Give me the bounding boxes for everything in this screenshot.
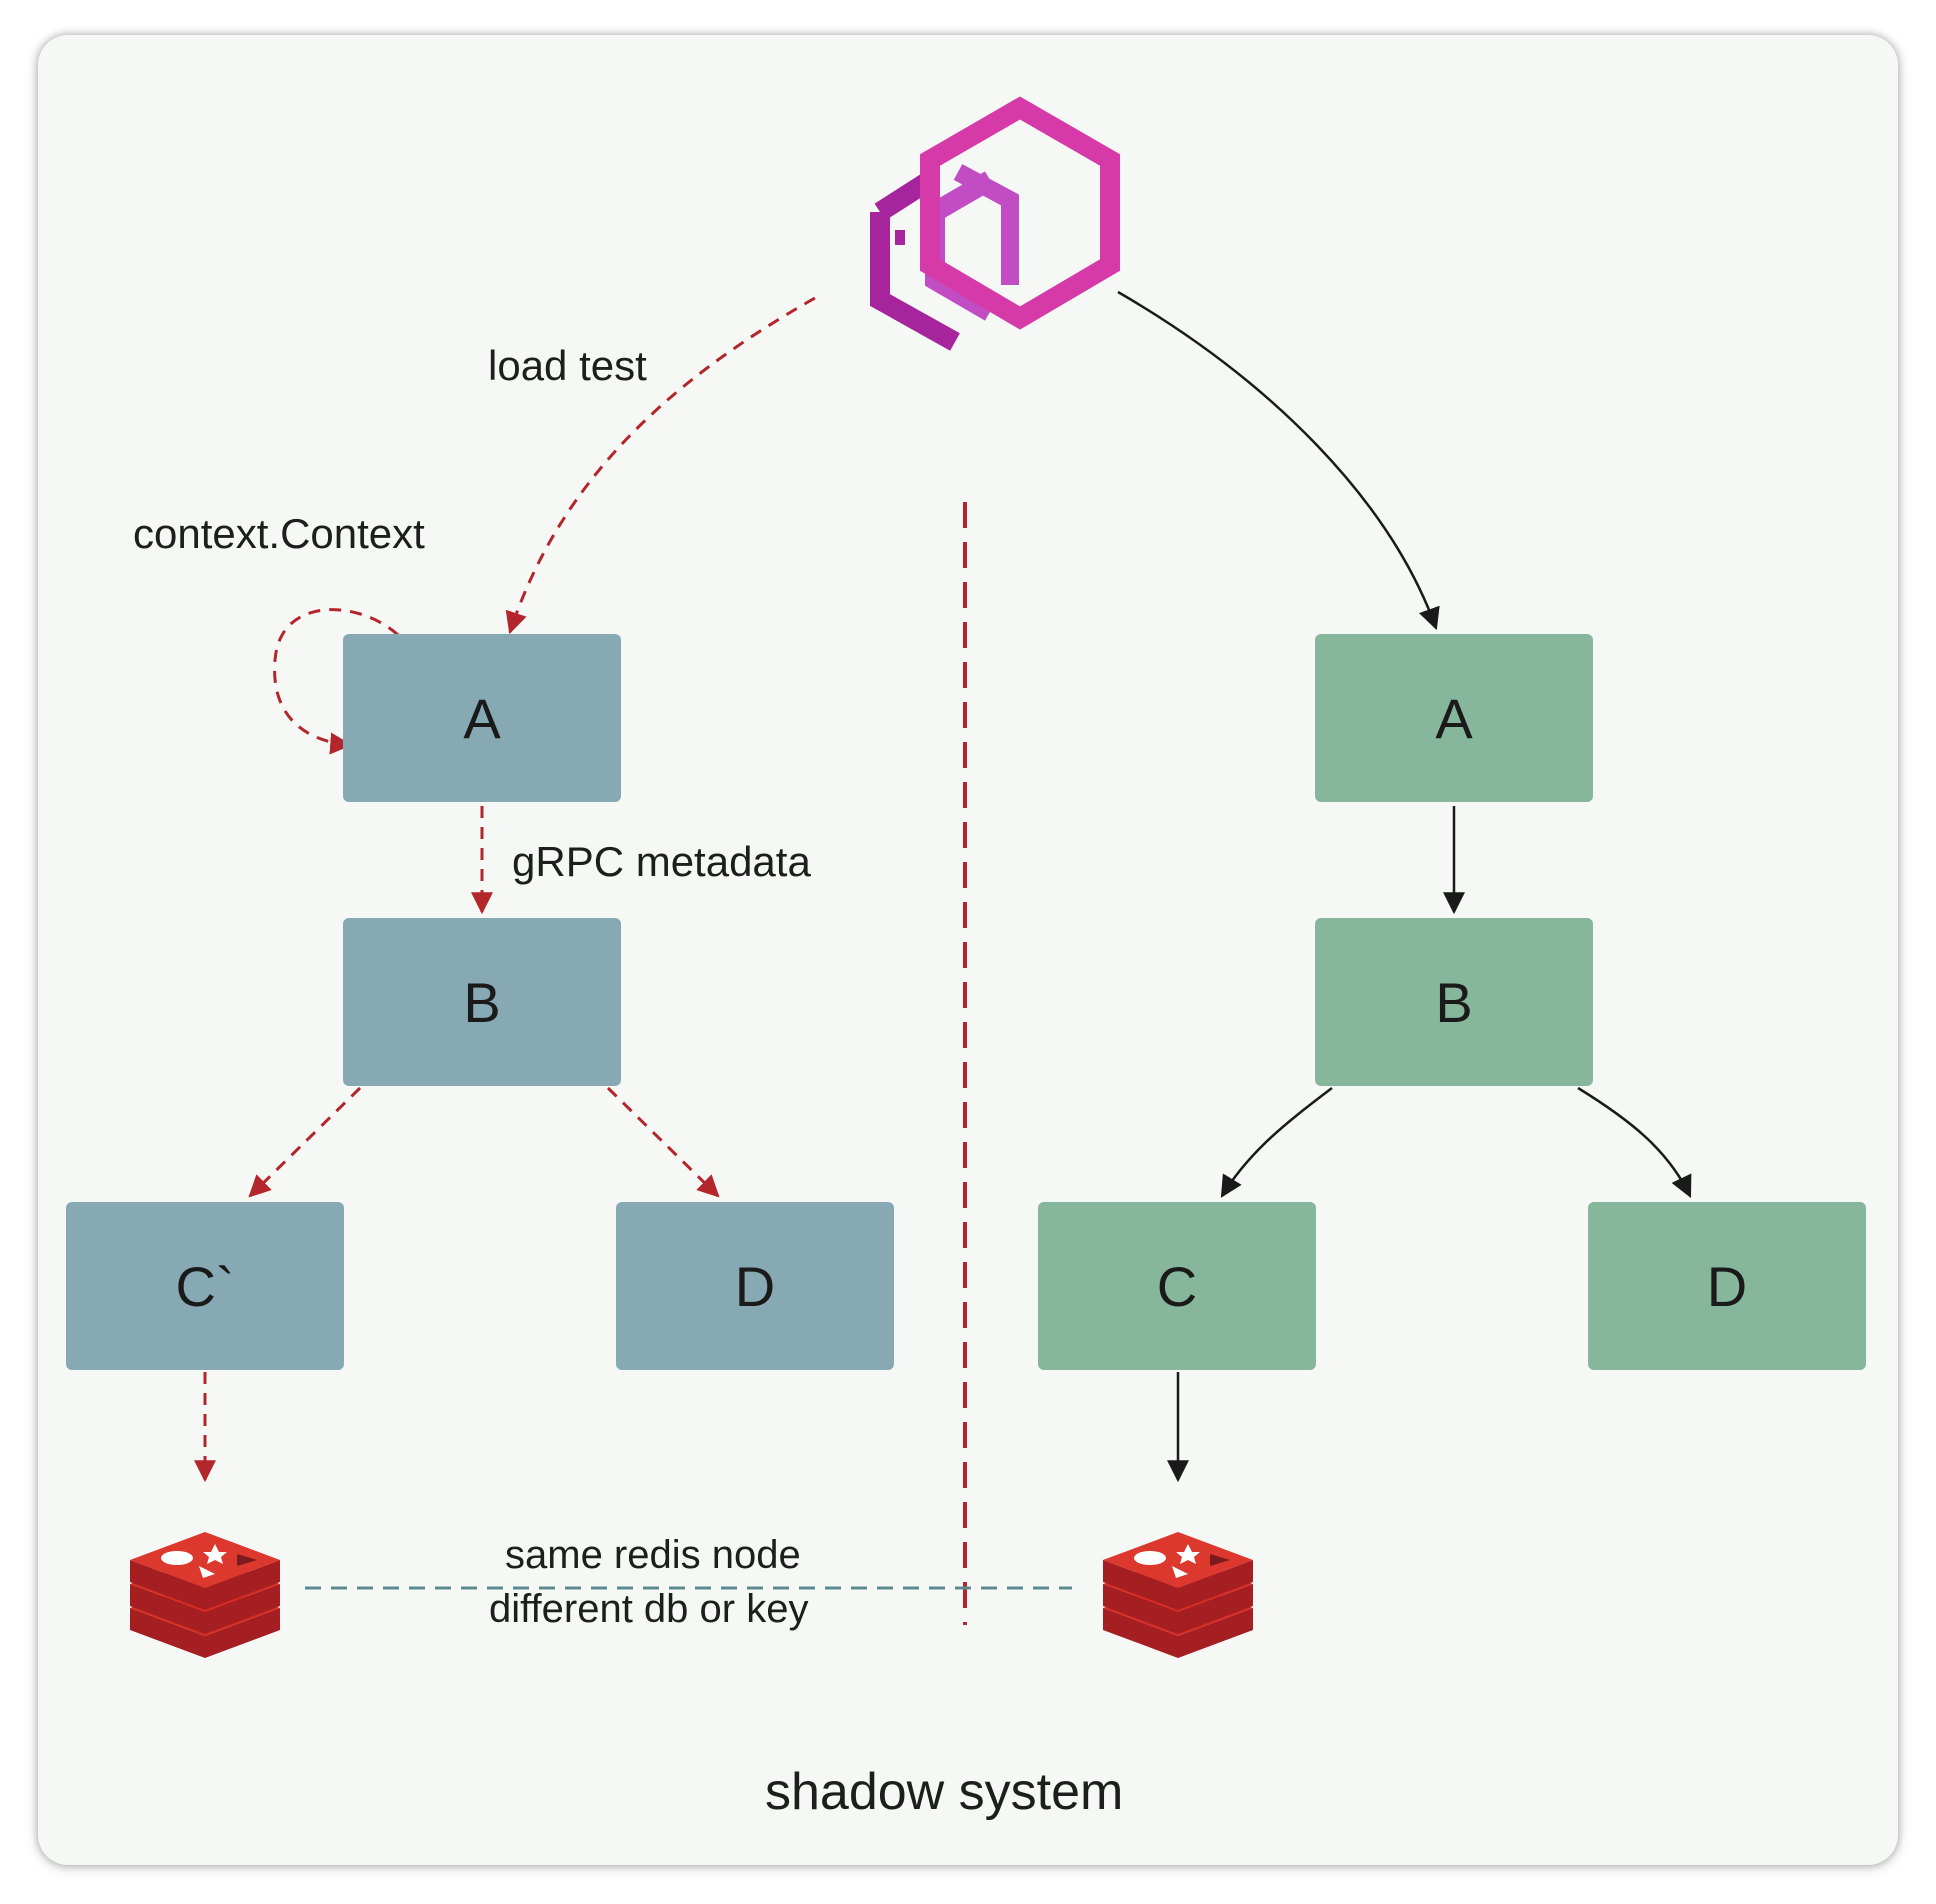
load-test-arrow: [505, 296, 816, 635]
shadow-node-c: C`: [66, 1202, 344, 1370]
redis-label-line2: different db or key: [489, 1587, 809, 1631]
redis-label-line1: same redis node: [505, 1533, 801, 1577]
b-to-d-shadow-arrow: [606, 1086, 720, 1198]
shadow-node-b: B: [343, 918, 621, 1086]
context-loop-arrow: [273, 608, 400, 755]
prod-node-c: C: [1038, 1202, 1316, 1370]
context-label: context.Context: [133, 510, 425, 557]
load-test-label: load test: [488, 342, 647, 389]
shadow-node-a: A: [343, 634, 621, 802]
shadow-node-d: D: [616, 1202, 894, 1370]
b-to-c-shadow-arrow: [248, 1086, 362, 1198]
b-to-d-prod-arrow: [1577, 1086, 1692, 1198]
prod-node-b: B: [1315, 918, 1593, 1086]
b-to-c-prod-arrow: [1220, 1087, 1333, 1198]
prod-entry-arrow: [1117, 290, 1440, 631]
grpc-label: gRPC metadata: [512, 838, 811, 885]
redis-icon: [130, 1532, 280, 1658]
redis-icon: [1103, 1532, 1253, 1658]
caption-label: shadow system: [765, 1763, 1124, 1821]
envoy-logo-icon: [870, 96, 1120, 351]
prod-node-a: A: [1315, 634, 1593, 802]
prod-node-d: D: [1588, 1202, 1866, 1370]
